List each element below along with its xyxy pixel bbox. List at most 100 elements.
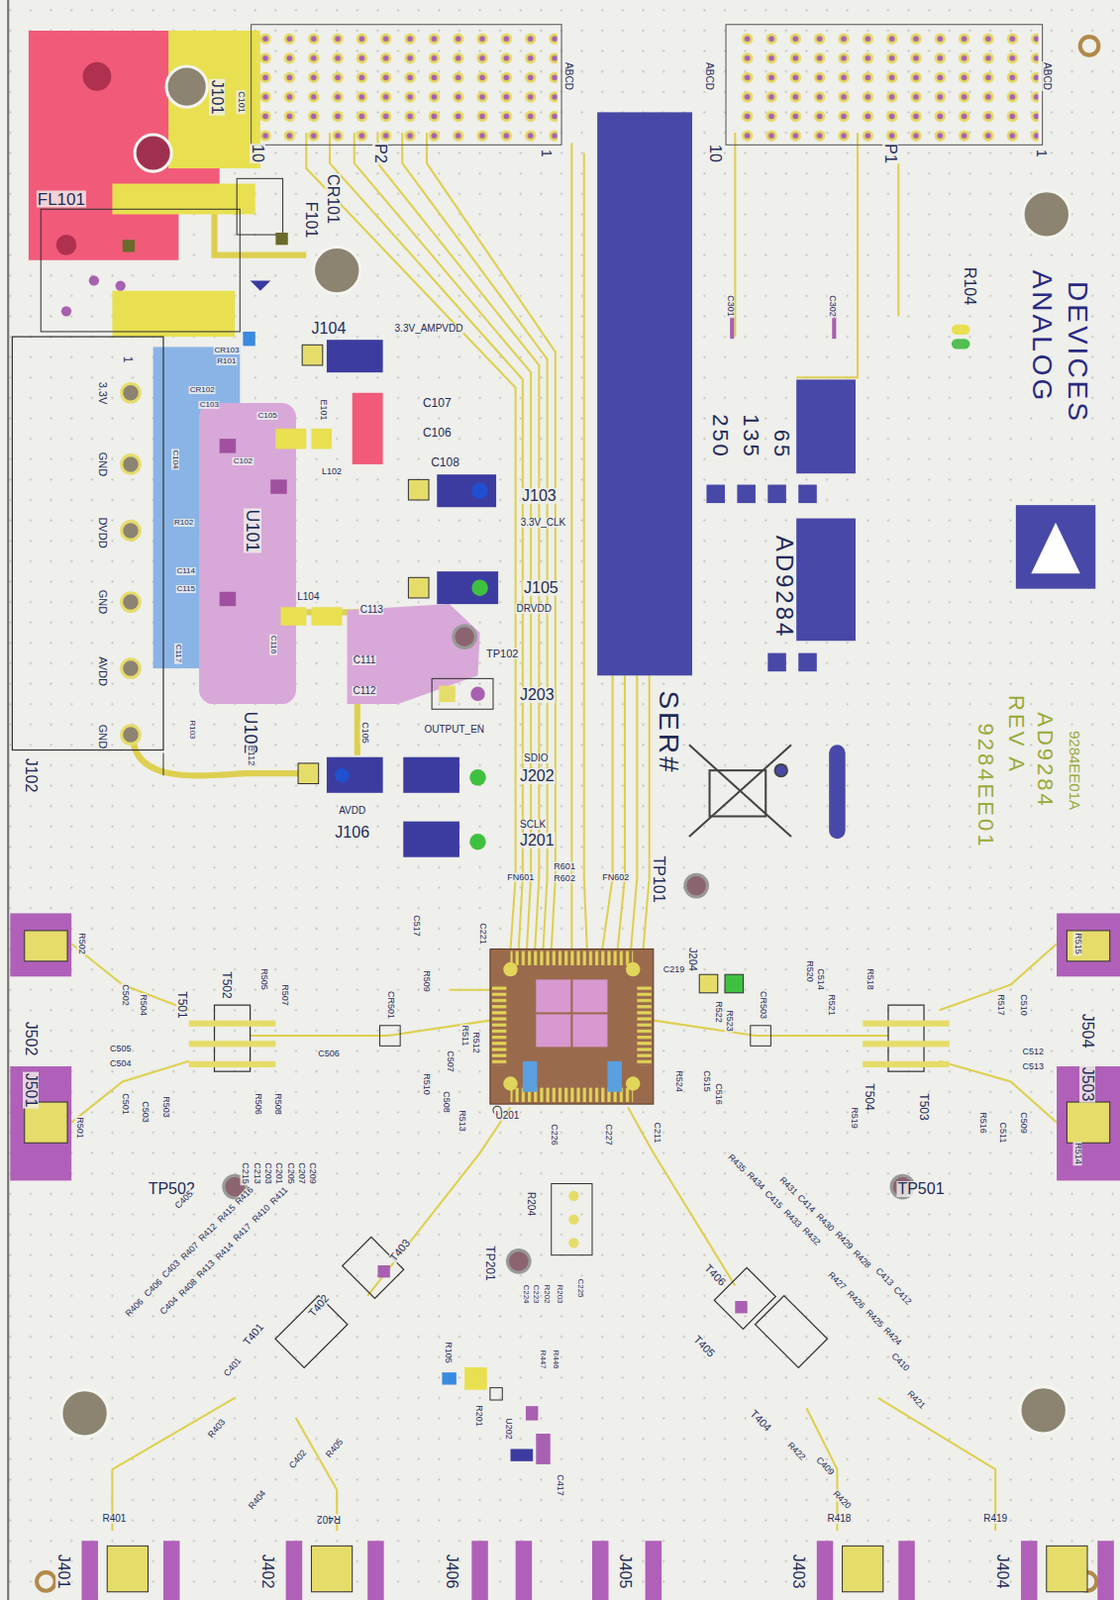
- small-pads: [189, 1020, 950, 1465]
- silkscreen-label: R203: [555, 1283, 564, 1305]
- silkscreen-label: C514: [814, 968, 824, 993]
- silkscreen-label: C511: [998, 1121, 1008, 1145]
- silkscreen-label: C503: [140, 1101, 150, 1125]
- silkscreen-label: R506: [252, 1092, 262, 1117]
- silkscreen-label: R102: [173, 518, 195, 527]
- silkscreen-label: C106: [421, 426, 453, 439]
- silkscreen-label: C105: [257, 411, 279, 420]
- silkscreen-label: J404: [994, 1553, 1011, 1591]
- silkscreen-label: FL101: [36, 190, 87, 207]
- silkscreen-label: C509: [1018, 1111, 1028, 1135]
- silkscreen-label: J201: [518, 832, 556, 849]
- silkscreen-label: SCLK: [518, 819, 547, 830]
- adc-chip: [490, 948, 654, 1115]
- silkscreen-label: C209: [307, 1161, 317, 1186]
- silkscreen-label: DEVICES: [1063, 280, 1092, 425]
- silkscreen-label: J102: [22, 757, 39, 795]
- silkscreen-label: R518: [865, 968, 875, 993]
- silkscreen-label: J101: [208, 79, 225, 116]
- silkscreen-label: C203: [263, 1161, 273, 1186]
- silkscreen-label: C201: [274, 1161, 284, 1186]
- jumpers: [298, 339, 744, 1255]
- silkscreen-label: C507: [444, 1049, 454, 1074]
- silkscreen-label: C417: [554, 1473, 564, 1498]
- silkscreen-label: 9284EE01A: [1066, 729, 1082, 812]
- silkscreen-label: J503: [1079, 1065, 1096, 1103]
- silkscreen-label: J402: [259, 1553, 276, 1591]
- silkscreen-label: TP101: [650, 855, 667, 905]
- silkscreen-label: C116: [269, 634, 278, 656]
- silkscreen-label: AVDD: [97, 655, 108, 688]
- silkscreen-label: FN602: [601, 873, 630, 883]
- silkscreen-label: U101: [243, 508, 262, 553]
- silkscreen-label: J502: [22, 1020, 39, 1058]
- silkscreen-label: C504: [108, 1058, 133, 1068]
- silkscreen-label: C111: [352, 655, 377, 666]
- silkscreen-label: C101: [236, 90, 246, 114]
- silkscreen-label: 9284EE01: [974, 721, 997, 850]
- silkscreen-label: AD9284: [1033, 711, 1056, 811]
- silkscreen-label: R511: [460, 1024, 470, 1048]
- silkscreen-label: R504: [138, 993, 148, 1018]
- silkscreen-label: R522: [712, 1001, 722, 1025]
- silkscreen-label: R521: [826, 993, 836, 1018]
- silkscreen-label: GND: [97, 451, 108, 478]
- silkscreen-label: 10: [707, 143, 723, 164]
- silkscreen-label: R418: [826, 1514, 853, 1525]
- silkscreen-label: 10: [249, 143, 266, 164]
- silkscreen-label: R103: [188, 718, 197, 740]
- silkscreen-label: T503: [917, 1093, 930, 1122]
- silkscreen-label: 1: [539, 148, 554, 159]
- silkscreen-label: AD9284: [772, 533, 797, 640]
- silkscreen-label: C515: [702, 1070, 712, 1095]
- silkscreen-label: 3.3V_CLK: [519, 517, 568, 528]
- silkscreen-label: C207: [297, 1161, 306, 1186]
- silkscreen-label: REV A: [1005, 694, 1027, 776]
- silkscreen-label: C221: [477, 921, 487, 946]
- silkscreen-label: R501: [75, 1116, 85, 1140]
- silkscreen-label: C113: [359, 605, 385, 615]
- silkscreen-label: R520: [804, 959, 814, 984]
- silkscreen-label: R104: [961, 265, 978, 306]
- blue-blocks: [597, 111, 1096, 839]
- silkscreen-label: CR503: [758, 990, 768, 1020]
- silkscreen-label: 1: [1034, 148, 1049, 159]
- silkscreen-label: TP501: [896, 1181, 945, 1198]
- silkscreen-label: C517: [410, 914, 420, 938]
- silkscreen-label: T502: [220, 970, 233, 1000]
- silkscreen-label: R509: [420, 970, 430, 995]
- silkscreen-label: C115: [175, 585, 197, 594]
- silkscreen-label: DVDD: [97, 515, 108, 549]
- silkscreen-label: T504: [863, 1082, 876, 1112]
- silkscreen-label: R508: [273, 1092, 283, 1117]
- silkscreen-label: C213: [251, 1161, 261, 1186]
- silkscreen-label: R101: [215, 357, 237, 366]
- silkscreen-label: J504: [1079, 1013, 1096, 1050]
- silkscreen-label: ANALOG: [1027, 269, 1056, 406]
- silkscreen-label: C107: [421, 397, 453, 409]
- silkscreen-label: R402: [315, 1514, 342, 1525]
- silkscreen-label: AVDD: [337, 806, 367, 816]
- silkscreen-label: C117: [174, 642, 183, 664]
- silkscreen-label: C114: [175, 567, 197, 576]
- transformers: [214, 1005, 925, 1368]
- silkscreen-label: C224: [521, 1283, 530, 1305]
- silkscreen-label: J501: [22, 1071, 39, 1109]
- silkscreen-label: C502: [119, 983, 129, 1008]
- silkscreen-label: C226: [548, 1122, 558, 1147]
- silkscreen-label: C211: [651, 1121, 661, 1145]
- silkscreen-label: J406: [443, 1553, 460, 1591]
- silkscreen-label: C227: [604, 1122, 613, 1147]
- silkscreen-label: C510: [1018, 993, 1028, 1018]
- silkscreen-label: J104: [310, 320, 348, 337]
- silkscreen-label: R601: [552, 861, 577, 871]
- silkscreen-label: U201: [494, 1111, 520, 1121]
- silkscreen-label: C225: [576, 1277, 585, 1299]
- silkscreen-label: R514: [1072, 1141, 1082, 1166]
- silkscreen-label: R419: [982, 1514, 1009, 1525]
- r104-part: [729, 315, 970, 349]
- silkscreen-label: R513: [457, 1109, 467, 1133]
- silkscreen-label: P1: [882, 142, 899, 165]
- silkscreen-label: C105: [360, 720, 370, 745]
- holes: [36, 36, 1099, 1592]
